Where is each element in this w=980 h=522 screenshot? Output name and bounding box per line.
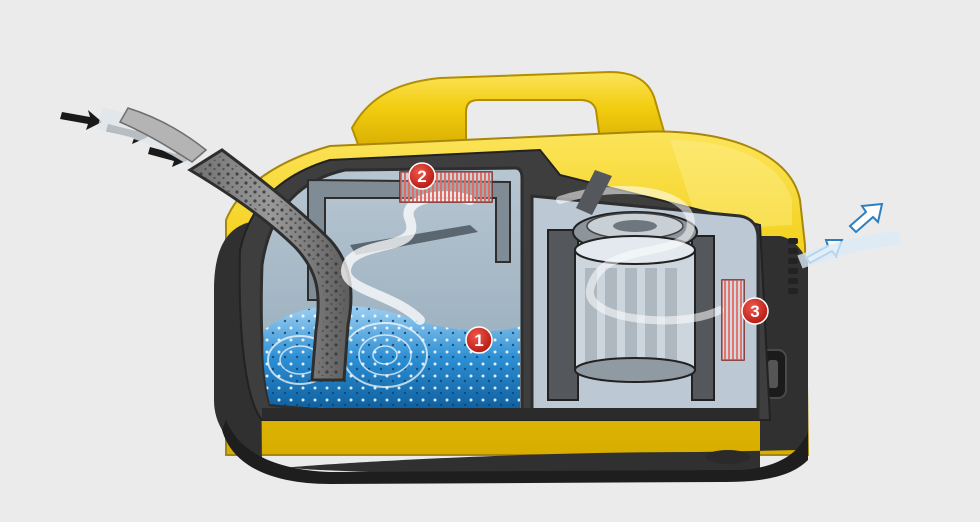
- shell-highlight: [670, 140, 792, 230]
- exhaust-air-stream: [797, 231, 901, 269]
- chamber-floor: [262, 408, 758, 420]
- rear-wheel: [706, 450, 750, 464]
- marker-2-label: 2: [417, 167, 426, 186]
- motor-airflow: [556, 186, 724, 325]
- exhaust-filter: [721, 279, 745, 361]
- arrow-up-right-icon: [848, 202, 884, 234]
- cutaway-interior: [118, 107, 772, 421]
- air-duct: [576, 170, 612, 215]
- base-bottom: [222, 420, 808, 484]
- external-hose: [118, 107, 208, 163]
- marker-2: 2: [408, 162, 436, 190]
- intake-hose-dirt: [196, 155, 345, 376]
- marker-3-label: 3: [750, 302, 759, 321]
- marker-1-label: 1: [474, 331, 483, 350]
- motor-housing-left: [547, 229, 579, 401]
- marker-3: 3: [741, 297, 769, 325]
- exhaust-grille: [788, 238, 798, 294]
- arrow-right-icon: [60, 110, 102, 130]
- side-switch-slot: [768, 360, 778, 388]
- marker-1: 1: [465, 326, 493, 354]
